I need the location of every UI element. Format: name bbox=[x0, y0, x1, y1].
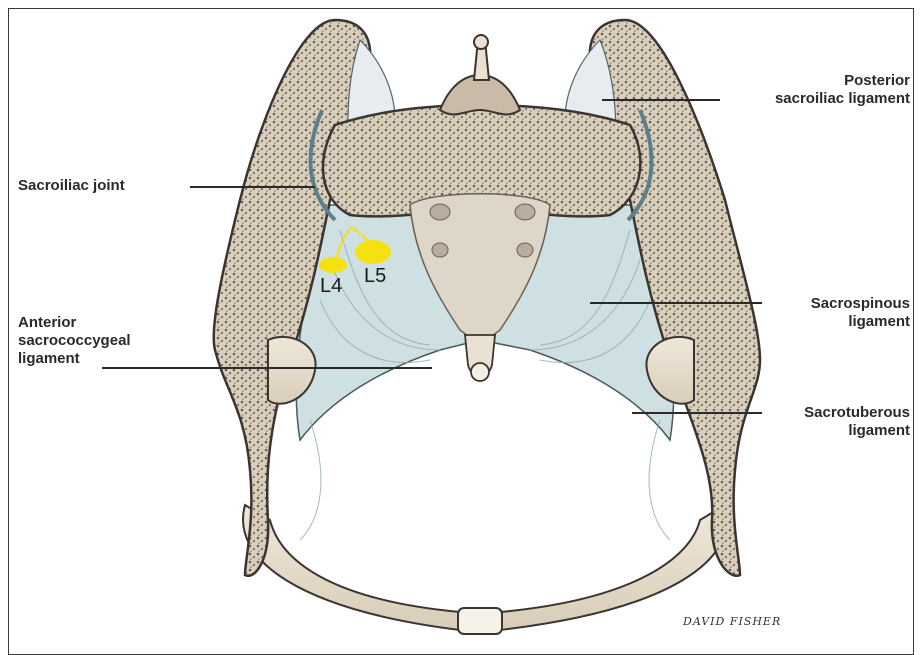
label-sacrospinous-line1: Sacrospinous bbox=[760, 295, 910, 313]
leader-sacrospinous bbox=[590, 302, 762, 304]
l5-marker bbox=[355, 240, 391, 264]
label-anterior-line2: sacrococcygeal bbox=[18, 332, 131, 350]
label-sacrotuberous-line2: ligament bbox=[760, 422, 910, 440]
artist-signature: DAVID FISHER bbox=[683, 615, 781, 628]
label-posterior-line2: sacroiliac ligament bbox=[720, 90, 910, 108]
label-posterior-sacroiliac: Posterior sacroiliac ligament bbox=[720, 72, 910, 108]
label-l4: L4 bbox=[320, 275, 342, 298]
right-pubic-bone bbox=[500, 505, 727, 630]
label-l5: L5 bbox=[364, 265, 386, 288]
leader-posterior-sacroiliac bbox=[602, 99, 720, 101]
label-posterior-line1: Posterior bbox=[720, 72, 910, 90]
label-anterior-sacrococcygeal: Anterior sacrococcygeal ligament bbox=[18, 314, 131, 368]
label-anterior-line1: Anterior bbox=[18, 314, 131, 332]
leader-sacrotuberous bbox=[632, 412, 762, 414]
pubic-symphysis bbox=[458, 608, 502, 634]
left-pubic-bone bbox=[243, 505, 460, 630]
label-sacroiliac-joint: Sacroiliac joint bbox=[18, 177, 125, 195]
leader-anterior-sacrococcygeal bbox=[102, 367, 432, 369]
l4-marker bbox=[319, 257, 347, 273]
label-sacrotuberous-line1: Sacrotuberous bbox=[760, 404, 910, 422]
label-sacrotuberous: Sacrotuberous ligament bbox=[760, 404, 910, 440]
label-anterior-line3: ligament bbox=[18, 350, 131, 368]
label-sacrospinous-line2: ligament bbox=[760, 313, 910, 331]
label-sacrospinous: Sacrospinous ligament bbox=[760, 295, 910, 331]
leader-sacroiliac-joint bbox=[190, 186, 315, 188]
